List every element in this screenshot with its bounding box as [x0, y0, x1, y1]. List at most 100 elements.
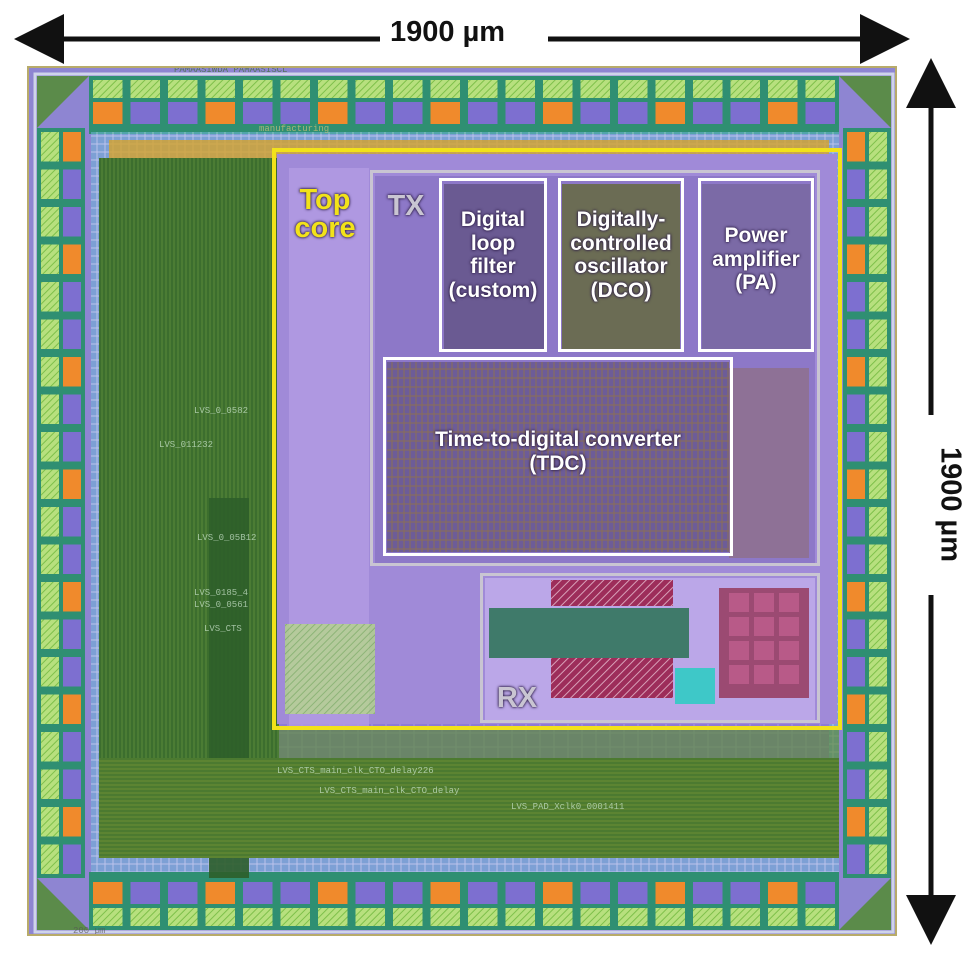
top-pad-text: PAMAASIWDA PAMAASISCL: [174, 66, 288, 75]
pad-cell: [130, 80, 160, 98]
pad-cell: [768, 80, 798, 98]
pad-cell: [41, 582, 59, 612]
pad-cell: [318, 908, 348, 926]
pad-cell: [41, 357, 59, 387]
rx-grid-cell: [754, 593, 774, 612]
pad-cell: [63, 169, 81, 199]
pad-cell: [869, 394, 887, 424]
loop-filter-outline: [439, 178, 547, 352]
lvs-text-3: LVS_0_05B12: [197, 533, 257, 543]
pad-cell: [847, 432, 865, 462]
pad-cell: [869, 582, 887, 612]
pad-cell: [805, 102, 835, 124]
pad-cell: [63, 357, 81, 387]
pad-cell: [869, 544, 887, 574]
rx-grid-cell: [729, 617, 749, 636]
pad-cell: [869, 319, 887, 349]
pad-cell: [168, 882, 198, 904]
pad-cell: [393, 908, 423, 926]
pad-cell: [847, 507, 865, 537]
pad-cell: [543, 908, 573, 926]
pad-cell: [393, 80, 423, 98]
pad-cell: [168, 908, 198, 926]
pad-cell: [580, 102, 610, 124]
top-core-label: Top core: [294, 184, 356, 245]
rx-grid-cell: [729, 593, 749, 612]
pad-cell: [847, 282, 865, 312]
pad-cell: [505, 80, 535, 98]
pad-cell: [393, 102, 423, 124]
pad-cell: [869, 169, 887, 199]
lvs-pad-text: LVS_PAD_Xclk0_0001411: [511, 802, 625, 812]
pad-cell: [847, 769, 865, 799]
pad-cell: [280, 102, 310, 124]
pad-cell: [63, 619, 81, 649]
pad-cell: [205, 102, 235, 124]
pad-cell: [41, 769, 59, 799]
pad-cell: [847, 582, 865, 612]
pad-cell: [468, 908, 498, 926]
pad-cell: [468, 882, 498, 904]
pad-cell: [430, 908, 460, 926]
pad-cell: [63, 282, 81, 312]
dco-label: Digitally- controlled oscillator (DCO): [570, 208, 672, 302]
pad-cell: [63, 582, 81, 612]
pad-cell: [93, 102, 123, 124]
pad-cell: [730, 908, 760, 926]
pad-cell: [618, 882, 648, 904]
pad-cell: [63, 807, 81, 837]
pad-cell: [847, 844, 865, 874]
pad-cell: [41, 507, 59, 537]
pad-cell: [869, 807, 887, 837]
pad-cell: [243, 102, 273, 124]
rx-outline: [480, 573, 820, 723]
rx-grid-cell: [754, 617, 774, 636]
pad-cell: [869, 507, 887, 537]
pad-cell: [318, 80, 348, 98]
pad-cell: [355, 80, 385, 98]
pad-cell: [869, 694, 887, 724]
pad-cell: [847, 319, 865, 349]
pad-cell: [243, 882, 273, 904]
pad-cell: [41, 807, 59, 837]
pad-cell: [318, 882, 348, 904]
rx-label: RX: [496, 682, 538, 714]
pad-cell: [393, 882, 423, 904]
pad-cell: [41, 319, 59, 349]
pad-cell: [355, 102, 385, 124]
pad-cell: [869, 769, 887, 799]
top-core-outline: [272, 148, 842, 730]
lvs-cts-text-2: LVS_CTS_main_clk_CTO_delay: [319, 786, 460, 796]
tdc-outline: [383, 357, 733, 556]
pad-cell: [768, 102, 798, 124]
rx-grid-cell: [779, 641, 799, 660]
pad-cell: [847, 732, 865, 762]
pad-cell: [847, 207, 865, 237]
pad-cell: [93, 908, 123, 926]
pad-cell: [41, 544, 59, 574]
height-label: 1900 µm: [935, 444, 963, 565]
loop-filter-label: Digital loop filter (custom): [448, 208, 538, 302]
pad-cell: [205, 908, 235, 926]
pad-cell: [655, 882, 685, 904]
pad-cell: [869, 132, 887, 162]
pad-cell: [847, 619, 865, 649]
pad-cell: [63, 657, 81, 687]
pad-cell: [730, 882, 760, 904]
pad-cell: [41, 657, 59, 687]
pad-cell: [505, 882, 535, 904]
pad-cell: [869, 244, 887, 274]
pad-cell: [805, 908, 835, 926]
pad-cell: [41, 282, 59, 312]
pad-cell: [618, 908, 648, 926]
pad-cell: [768, 882, 798, 904]
pad-cell: [847, 132, 865, 162]
pad-cell: [655, 102, 685, 124]
pad-cell: [63, 432, 81, 462]
pad-cell: [318, 102, 348, 124]
pad-cell: [847, 469, 865, 499]
pad-cell: [41, 169, 59, 199]
pad-cell: [130, 882, 160, 904]
lvs-text-4: LVS_0185_4: [194, 588, 249, 598]
pad-cell: [543, 80, 573, 98]
